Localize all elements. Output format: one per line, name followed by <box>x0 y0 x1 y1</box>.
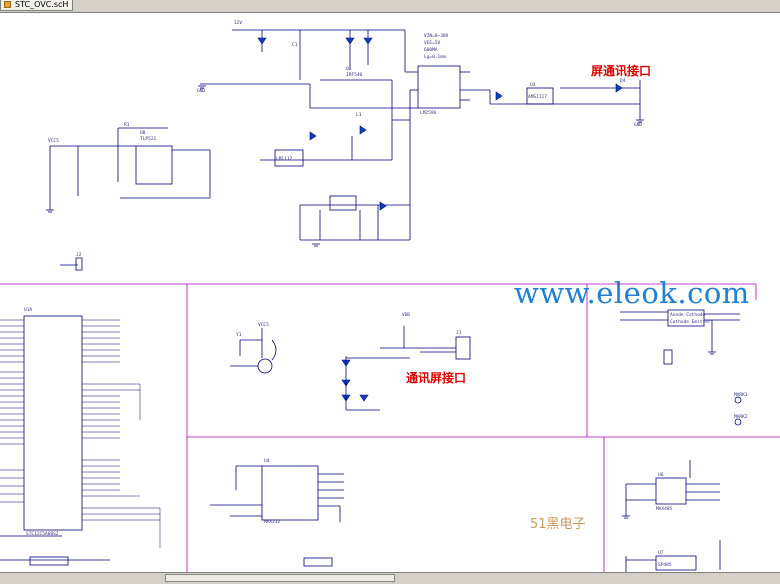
label-rs485-ref: U6 <box>658 472 664 478</box>
document-tab-label: STC_OVC.scH <box>15 0 69 9</box>
schematic-canvas[interactable]: VIN=8~30V VEE=5V 600MA Lg=0.1mm LM2596 U… <box>0 12 780 572</box>
label-mosfet-part: IRF540 <box>346 72 363 78</box>
site-watermark: www.eleok.com <box>514 276 750 310</box>
label-opto-part: TLP521 <box>140 136 157 142</box>
horizontal-scrollbar[interactable] <box>0 572 780 584</box>
screen-comm-port-label-mid: 通讯屏接口 <box>406 371 467 385</box>
mcu-block <box>0 315 161 566</box>
label-vcc-out: VEE=5V <box>424 40 441 46</box>
label-mcu-ref: U1A <box>24 307 32 313</box>
label-mark2: MARK2 <box>734 414 748 420</box>
label-net-vcc5-b: VCC5 <box>258 322 269 328</box>
label-net-vdd: VDD <box>402 312 410 318</box>
label-net-vcc5-a: VCC5 <box>48 138 59 144</box>
label-mcu-part: STC12C5A60S2 <box>26 531 59 537</box>
label-r1: R1 <box>124 122 130 128</box>
label-reg-top: LM2596 <box>420 110 437 116</box>
label-led-ref: D4 <box>620 78 626 84</box>
label-opto-ref: U8 <box>140 130 146 136</box>
label-vin: VIN=8~30V <box>424 33 449 39</box>
label-sp-ref: U7 <box>658 550 664 556</box>
label-ldo-part: AMS1117 <box>528 94 547 100</box>
document-tab-bar: STC_OVC.scH <box>0 0 780 13</box>
label-c1: C1 <box>292 42 298 48</box>
label-lg: Lg=0.1mm <box>424 54 446 60</box>
label-net-12v: 12V <box>234 20 242 26</box>
label-conn-j2: J2 <box>76 252 82 258</box>
label-conn-j1: J1 <box>456 330 462 336</box>
screen-comm-port-label-top: 屏通讯接口 <box>591 64 652 78</box>
comm-block <box>210 326 471 567</box>
label-net-gnd-b: GND <box>634 122 642 128</box>
label-driver-part: MAX232 <box>264 519 281 525</box>
diodes <box>257 37 623 402</box>
label-sp-part: SP485 <box>658 562 672 568</box>
label-io-spec: 600MA <box>424 47 438 53</box>
label-ldo2-part: LM1117 <box>276 156 293 162</box>
scrollbar-thumb[interactable] <box>165 574 395 582</box>
schematic-file-icon <box>4 1 11 8</box>
label-driver-ref: U4 <box>264 458 270 464</box>
power-supply-block <box>49 29 641 271</box>
label-mosfet-ref: Q1 <box>346 66 352 72</box>
document-tab[interactable]: STC_OVC.scH <box>0 0 74 11</box>
label-rel-ctrl: Cathode Emitter <box>670 319 711 325</box>
label-mark1: MARK1 <box>734 392 748 398</box>
forum-watermark: 51黑电子 <box>530 517 586 532</box>
label-net-gnd-a: GND <box>197 88 205 94</box>
label-rs485-part: MAX485 <box>656 506 673 512</box>
label-l1: L1 <box>356 112 362 118</box>
schematic-labels: VIN=8~30V VEE=5V 600MA Lg=0.1mm LM2596 U… <box>24 20 748 568</box>
label-ldo-ref: U3 <box>530 82 536 88</box>
sheet-borders <box>0 283 780 572</box>
label-xtal: Y1 <box>236 332 242 338</box>
label-relay: Anode Cathode <box>670 312 706 318</box>
right-blocks <box>620 309 742 572</box>
